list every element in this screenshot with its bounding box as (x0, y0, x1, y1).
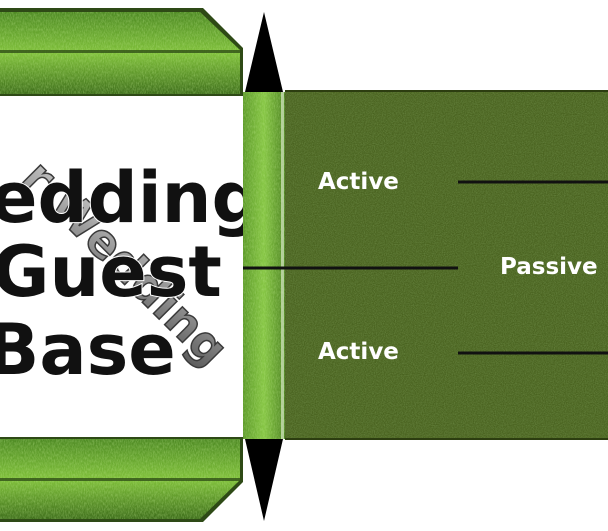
arrow-down-icon (245, 439, 283, 521)
box-title-line-1: edding (0, 157, 262, 239)
box-title-line-3: Base (0, 309, 176, 391)
arrow-up-icon (245, 12, 283, 92)
box-title-line-2: Guest (0, 231, 222, 313)
top-grass-block (0, 8, 243, 96)
grass-side-strip (243, 92, 285, 439)
bottom-grass-block (0, 437, 243, 522)
label-box (0, 96, 243, 437)
turf-field (285, 90, 608, 440)
zone-label-middle: Passive (500, 254, 598, 280)
box-title: edding Guest Base (0, 156, 263, 392)
zone-label-top: Active (318, 169, 399, 195)
zone-label-bottom: Active (318, 339, 399, 365)
